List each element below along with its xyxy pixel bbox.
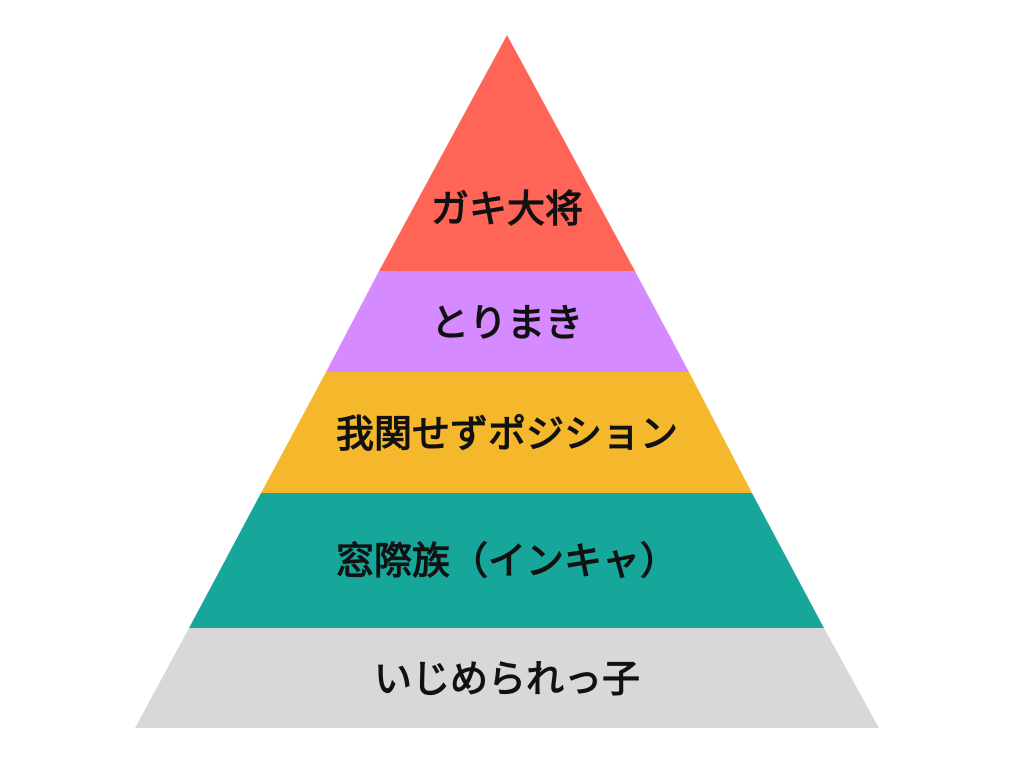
tier-label-ガキ大将: ガキ大将 (431, 187, 583, 231)
tier-とりまき-band (326, 271, 689, 372)
tier-我関せずポジション-band (261, 372, 752, 493)
tier-ガキ大将-band (379, 35, 635, 271)
tier-label-窓際族: 窓際族（インキャ） (336, 539, 678, 583)
tier-窓際族-band (189, 493, 824, 628)
tier-label-とりまき: とりまき (431, 301, 583, 345)
tier-label-我関せずポジション: 我関せずポジション (336, 412, 678, 456)
tier-label-いじめられっ子: いじめられっ子 (374, 657, 640, 701)
tier-いじめられっ子-band (135, 628, 879, 728)
